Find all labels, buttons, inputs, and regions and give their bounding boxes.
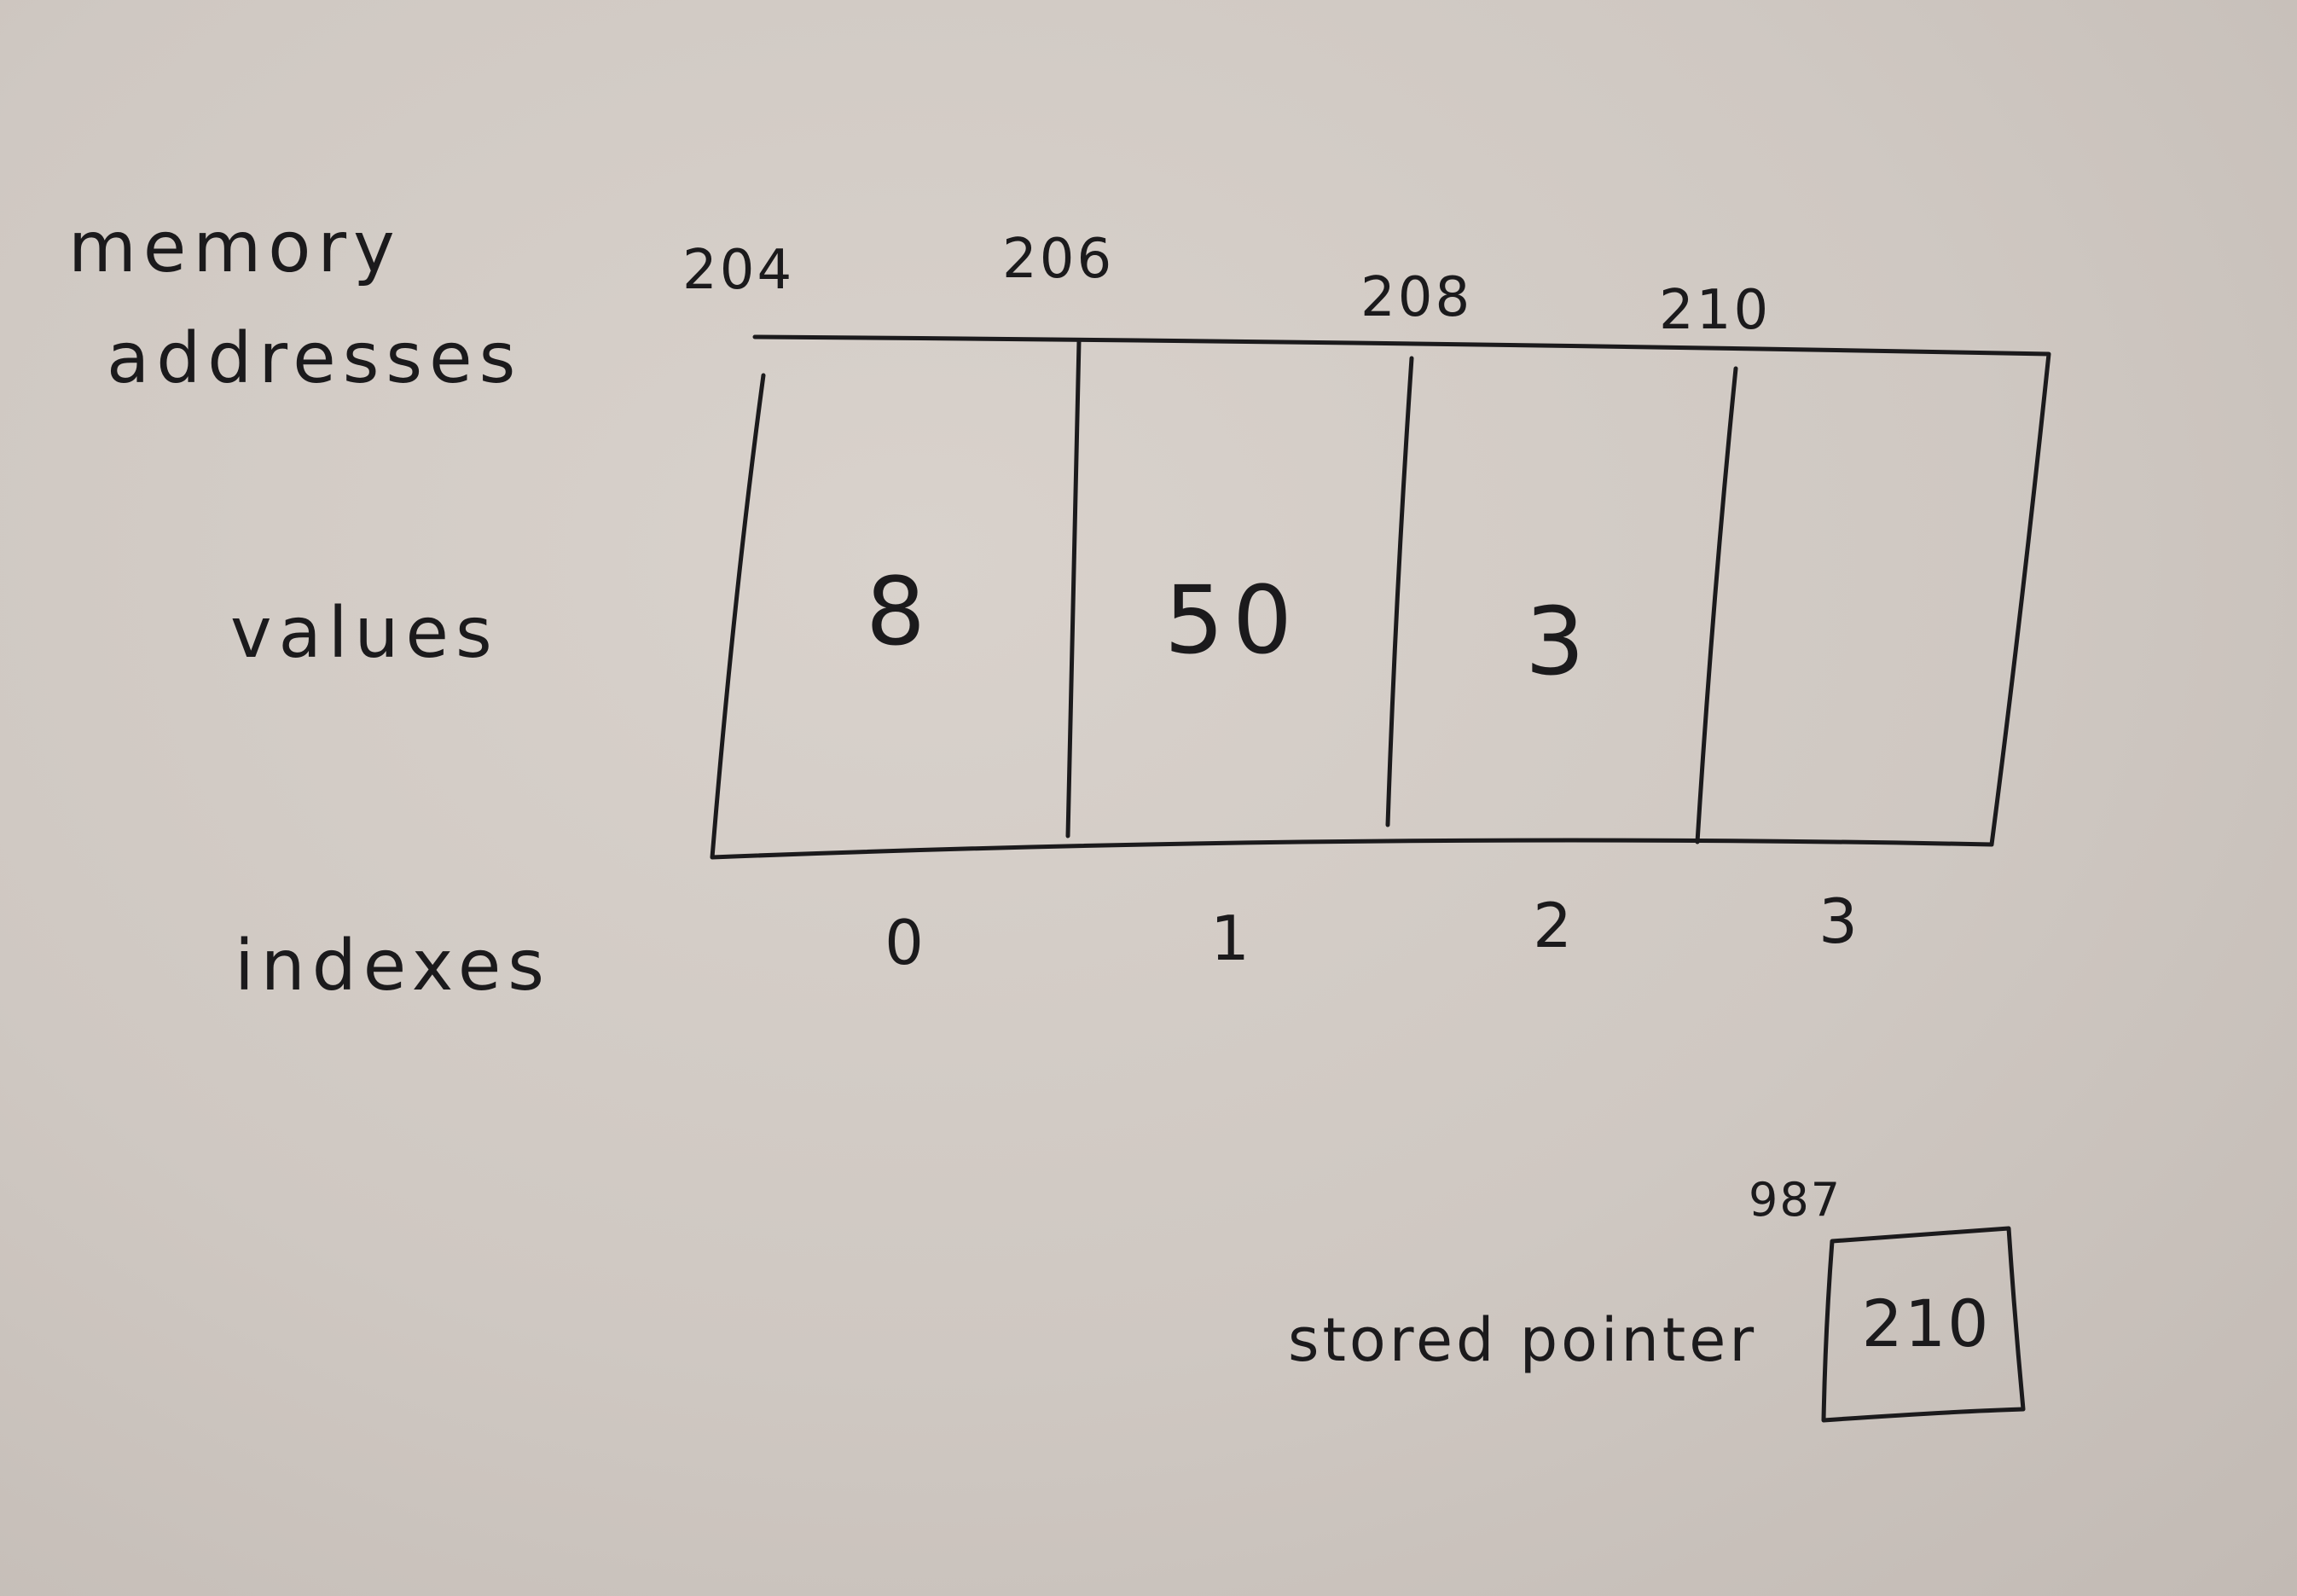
cell-index: 2 <box>1533 890 1572 961</box>
cell-value: 3 <box>1525 587 1593 696</box>
cell-address: 210 <box>1659 279 1771 342</box>
cell-address: 204 <box>682 239 794 302</box>
pointer-value: 210 <box>1861 1286 1990 1361</box>
cell-address: 206 <box>1002 228 1114 291</box>
array-box-outline <box>710 334 2051 860</box>
pointer-label: stored pointer <box>1288 1305 1757 1375</box>
values-label: values <box>230 593 499 674</box>
cell-value: 50 <box>1164 566 1301 675</box>
cell-value: 8 <box>866 557 934 666</box>
memory-label: memory <box>68 207 402 288</box>
pointer-address: 987 <box>1749 1173 1842 1227</box>
cell-address: 208 <box>1360 266 1472 329</box>
cell-index: 0 <box>885 907 924 978</box>
pointer-box <box>1821 1226 2026 1423</box>
indexes-label: indexes <box>235 926 551 1007</box>
addresses-label: addresses <box>107 318 522 399</box>
cell-index: 1 <box>1210 902 1250 974</box>
cell-divider <box>1385 356 1414 827</box>
cell-divider <box>1065 339 1082 839</box>
cell-index: 3 <box>1818 885 1858 957</box>
cell-divider <box>1695 366 1738 844</box>
